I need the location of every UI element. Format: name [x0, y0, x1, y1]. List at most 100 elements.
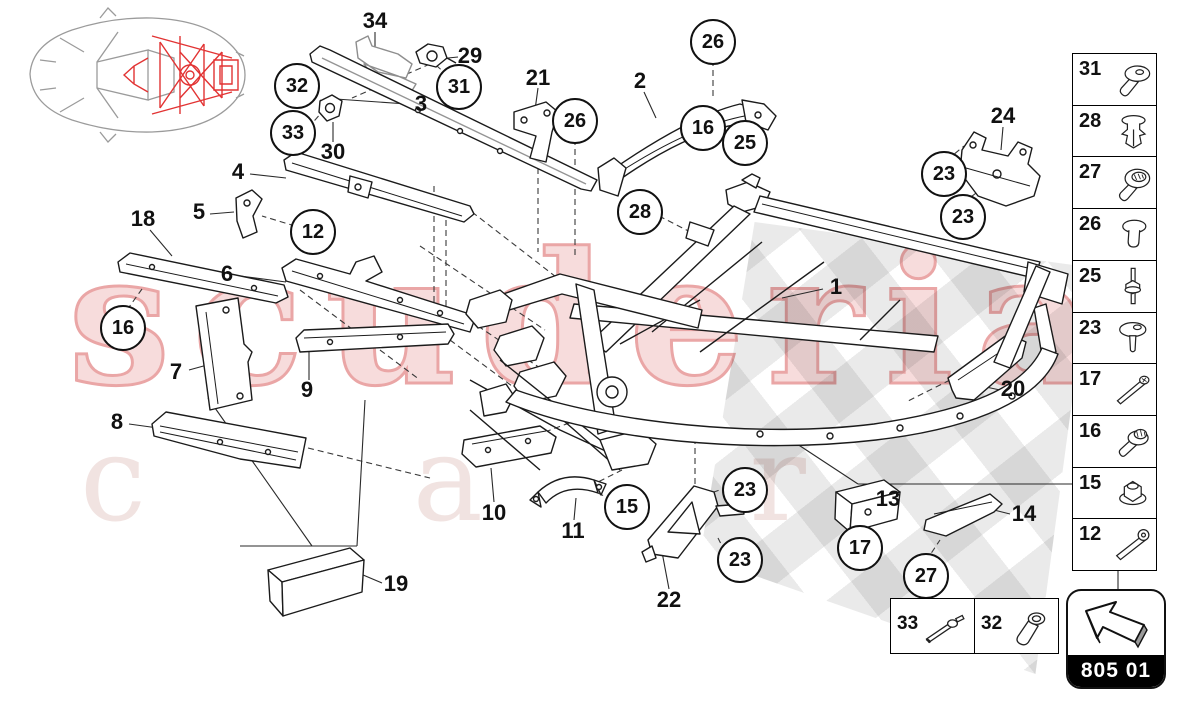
legend-cell-32[interactable]: 32	[974, 599, 1058, 653]
part-label-4[interactable]: 4	[231, 159, 245, 184]
part-6-drawing	[281, 255, 477, 333]
part-10-drawing	[461, 425, 557, 468]
part-label-30[interactable]: 30	[320, 139, 346, 164]
part-label-14[interactable]: 14	[1011, 501, 1037, 526]
part-label-29[interactable]: 29	[457, 43, 483, 68]
exploded-parts-drawings	[117, 35, 1041, 617]
part-label-22[interactable]: 22	[656, 587, 682, 612]
callout-16-a[interactable]: 16	[680, 105, 726, 151]
sidebar-cell-26[interactable]: 26	[1073, 208, 1156, 260]
part-label-20[interactable]: 20	[1000, 376, 1026, 401]
part-21-drawing	[513, 101, 559, 163]
sidebar-number: 26	[1079, 213, 1102, 236]
callout-12[interactable]: 12	[290, 209, 336, 255]
part-13-drawing	[834, 479, 901, 533]
sidebar-cell-12[interactable]: 12	[1073, 518, 1156, 570]
part-label-34[interactable]: 34	[362, 8, 388, 33]
callout-28[interactable]: 28	[617, 189, 663, 235]
button-head-bolt-icon	[1115, 528, 1150, 561]
callout-25[interactable]: 25	[722, 120, 768, 166]
part-14-drawing	[923, 493, 1003, 537]
part-24-drawing	[959, 131, 1041, 207]
part-4-drawing	[283, 151, 475, 223]
callout-17[interactable]: 17	[837, 525, 883, 571]
part-label-21[interactable]: 21	[525, 65, 551, 90]
sidebar-cell-27[interactable]: 27	[1073, 156, 1156, 208]
part-8-drawing	[151, 411, 307, 469]
sidebar-cell-15[interactable]: 15	[1073, 466, 1156, 519]
part-label-13[interactable]: 13	[875, 486, 901, 511]
callout-16-b[interactable]: 16	[100, 305, 146, 351]
car-highlighted-frame	[122, 35, 239, 115]
badge-arrow-area	[1068, 591, 1164, 655]
sidebar-number: 17	[1079, 368, 1102, 391]
part-label-10[interactable]: 10	[481, 500, 507, 525]
part-label-3[interactable]: 3	[414, 91, 428, 116]
part-label-1[interactable]: 1	[829, 274, 843, 299]
part-19-drawing	[267, 547, 365, 617]
sidebar-cell-16[interactable]: 16	[1073, 414, 1156, 467]
sidebar-cell-17[interactable]: 17	[1073, 363, 1156, 415]
part-label-19[interactable]: 19	[383, 571, 409, 596]
flat-head-screw-icon	[1119, 321, 1147, 353]
sidebar-number: 25	[1079, 264, 1102, 287]
sidebar-number: 16	[1079, 419, 1102, 442]
page-code-badge[interactable]: 805 01	[1066, 589, 1166, 689]
stud-with-nut-icon	[1124, 267, 1142, 305]
blind-rivet-icon	[925, 614, 965, 644]
callout-26-b[interactable]: 26	[552, 98, 598, 144]
part-label-5[interactable]: 5	[192, 199, 206, 224]
car-top-view-drawing	[29, 7, 246, 143]
rivet-nut-icon	[1016, 612, 1046, 646]
sidebar-number: 28	[1079, 109, 1102, 132]
part-18-drawing	[117, 252, 289, 304]
part-5-drawing	[235, 189, 263, 239]
callout-33[interactable]: 33	[270, 110, 316, 156]
callout-27[interactable]: 27	[903, 553, 949, 599]
part-label-9[interactable]: 9	[300, 377, 314, 402]
sidebar-number: 23	[1079, 316, 1102, 339]
fastener-legend-box: 33 32	[890, 598, 1059, 654]
legend-number: 33	[897, 613, 919, 634]
callout-32[interactable]: 32	[274, 63, 320, 109]
part-label-11[interactable]: 11	[561, 518, 585, 543]
sidebar-cell-28[interactable]: 28	[1073, 104, 1156, 157]
part-label-6[interactable]: 6	[220, 261, 234, 286]
sidebar-cell-23[interactable]: 23	[1073, 311, 1156, 364]
main-frame-drawing	[465, 173, 1069, 471]
callout-31[interactable]: 31	[436, 64, 482, 110]
callout-26-a[interactable]: 26	[690, 19, 736, 65]
countersunk-rivet-icon	[1119, 65, 1151, 97]
sidebar-number: 15	[1079, 471, 1102, 494]
part-9-drawing	[295, 323, 455, 353]
callout-23-a[interactable]: 23	[722, 467, 768, 513]
sidebar-cell-25[interactable]: 25	[1073, 259, 1156, 312]
part-11-drawing	[529, 476, 607, 508]
callout-23-c[interactable]: 23	[921, 151, 967, 197]
legend-cell-33[interactable]: 33	[891, 599, 974, 653]
callout-23-d[interactable]: 23	[940, 194, 986, 240]
fastener-sidebar: 31 28 27 26 25	[1072, 53, 1157, 571]
torx-screw-icon	[1118, 168, 1151, 201]
legend-number: 32	[981, 613, 1003, 634]
part-label-24[interactable]: 24	[990, 103, 1016, 128]
callout-15[interactable]: 15	[604, 484, 650, 530]
sidebar-number: 31	[1079, 58, 1102, 80]
page-code: 805 01	[1068, 655, 1164, 687]
part-29-drawing	[415, 43, 457, 68]
plastic-plug-icon	[1122, 220, 1147, 249]
sidebar-cell-31[interactable]: 31	[1073, 54, 1156, 105]
long-bolt-icon	[1116, 375, 1150, 405]
callout-23-b[interactable]: 23	[717, 537, 763, 583]
part-30-drawing	[318, 94, 343, 122]
part-label-7[interactable]: 7	[169, 359, 183, 384]
sidebar-number: 12	[1079, 523, 1102, 546]
part-label-18[interactable]: 18	[130, 206, 156, 231]
part-22-drawing	[641, 485, 745, 563]
part-label-8[interactable]: 8	[110, 409, 124, 434]
part-label-2[interactable]: 2	[633, 68, 647, 93]
expansion-clip-icon	[1120, 115, 1147, 149]
sidebar-number: 27	[1079, 161, 1102, 184]
